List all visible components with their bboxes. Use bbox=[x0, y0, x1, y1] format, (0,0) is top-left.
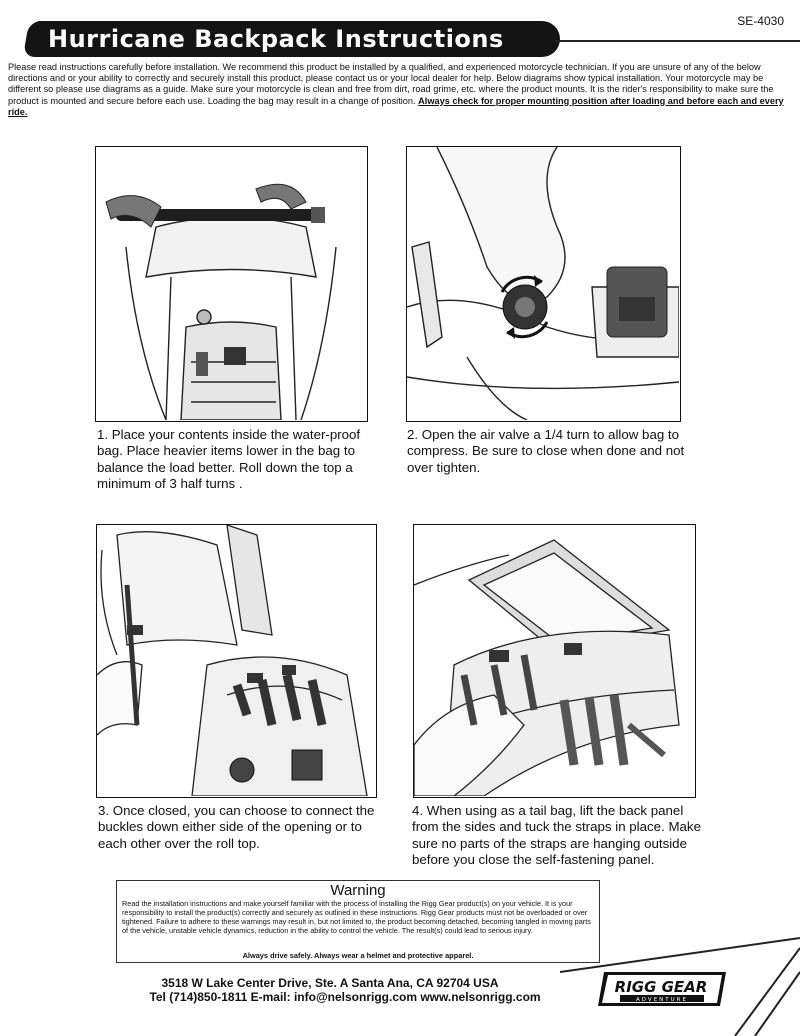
header-rule bbox=[555, 40, 800, 42]
step-4-caption: 4. When using as a tail bag, lift the ba… bbox=[412, 803, 702, 869]
warning-title: Warning bbox=[117, 882, 599, 899]
step-1-illustration bbox=[95, 146, 368, 422]
step-3-caption: 3. Once closed, you can choose to connec… bbox=[98, 803, 383, 852]
footer-contact: Tel (714)850-1811 E-mail: info@nelsonrig… bbox=[0, 990, 690, 1004]
step-4-illustration bbox=[413, 524, 696, 798]
footer-address: 3518 W Lake Center Drive, Ste. A Santa A… bbox=[0, 976, 660, 990]
logo-sub: ADVENTURE bbox=[636, 997, 688, 1003]
step-2-illustration bbox=[406, 146, 681, 422]
warning-safety-note: Always drive safely. Always wear a helme… bbox=[117, 951, 599, 960]
step-2-caption: 2. Open the air valve a 1/4 turn to allo… bbox=[407, 427, 697, 476]
intro-paragraph: Please read instructions carefully befor… bbox=[8, 62, 786, 118]
logo-brand: RIGG GEAR bbox=[615, 978, 708, 996]
document-code: SE-4030 bbox=[737, 14, 784, 28]
step-1-caption: 1. Place your contents inside the water-… bbox=[97, 427, 369, 493]
warning-body: Read the installation instructions and m… bbox=[122, 899, 594, 935]
page-title: Hurricane Backpack Instructions bbox=[48, 22, 504, 56]
rigg-gear-logo: RIGG GEAR ADVENTURE bbox=[598, 972, 726, 1006]
step-3-illustration bbox=[96, 524, 377, 798]
warning-box: Warning Read the installation instructio… bbox=[116, 880, 600, 963]
